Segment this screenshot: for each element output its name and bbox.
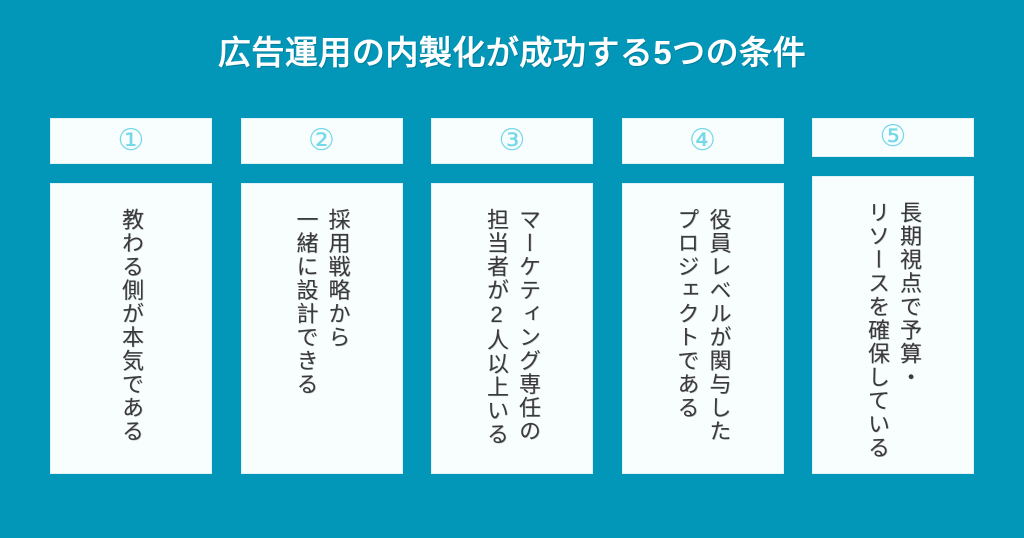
- condition-card-4-body: 役員レベルが関与した プロジェクトである: [621, 183, 784, 474]
- circled-number-5-icon: ⑤: [879, 119, 907, 155]
- condition-card-1-header: ①: [50, 118, 212, 164]
- condition-card-5-line-2: リソースを確保している: [865, 200, 890, 460]
- condition-card-list: ① 教わる側が本気である ② 採用戦略から 一緒に設計できる ③ マーケティング…: [50, 118, 974, 474]
- condition-card-2-body: 採用戦略から 一緒に設計できる: [240, 183, 403, 474]
- condition-card-1: ① 教わる側が本気である: [50, 118, 212, 474]
- condition-card-4-line-1: 役員レベルが関与した: [706, 208, 732, 443]
- condition-card-2-line-2: 一緒に設計できる: [293, 208, 319, 396]
- condition-card-2-header: ②: [240, 118, 403, 164]
- condition-card-5-header: ⑤: [812, 118, 974, 157]
- condition-card-3-line-1: マーケティング専任の: [516, 208, 541, 443]
- condition-card-4: ④ 役員レベルが関与した プロジェクトである: [621, 118, 784, 474]
- condition-card-1-line-1: 教わる側が本気である: [119, 208, 144, 443]
- condition-card-5-body: 長期視点で予算・ リソースを確保している: [812, 175, 974, 474]
- condition-card-2: ② 採用戦略から 一緒に設計できる: [240, 118, 403, 474]
- circled-number-2-icon: ②: [308, 123, 335, 158]
- condition-card-5-line-1: 長期視点で予算・: [897, 200, 922, 389]
- condition-card-3: ③ マーケティング専任の 担当者が2人以上いる: [431, 118, 593, 474]
- circled-number-4-icon: ④: [689, 123, 716, 158]
- condition-card-3-line-2: 担当者が2人以上いる: [484, 208, 509, 446]
- condition-card-4-line-2: プロジェクトである: [674, 208, 700, 420]
- circled-number-1-icon: ①: [117, 123, 145, 158]
- condition-card-3-header: ③: [431, 118, 593, 164]
- condition-card-2-line-1: 採用戦略から: [325, 208, 351, 349]
- condition-card-1-body: 教わる側が本気である: [50, 183, 212, 474]
- circled-number-3-icon: ③: [498, 123, 526, 158]
- condition-card-5: ⑤ 長期視点で予算・ リソースを確保している: [812, 118, 974, 474]
- condition-card-3-body: マーケティング専任の 担当者が2人以上いる: [431, 183, 593, 474]
- condition-card-4-header: ④: [621, 118, 784, 164]
- page-title: 広告運用の内製化が成功する5つの条件: [217, 34, 807, 71]
